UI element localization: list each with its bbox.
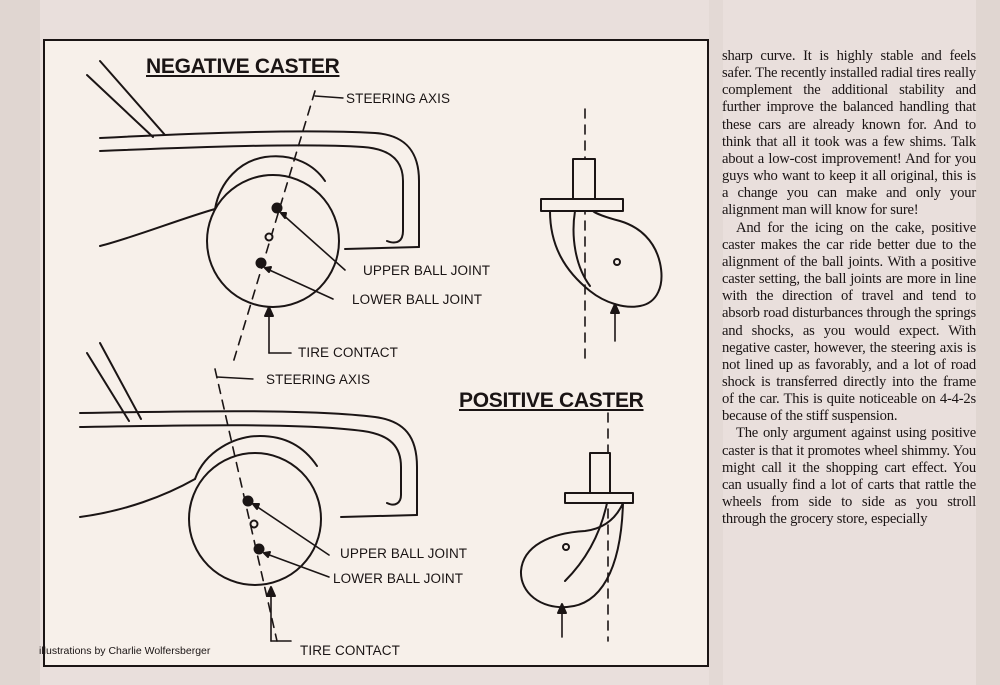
- positive-ball-joints: [242, 495, 330, 578]
- caster-diagram: [79, 60, 663, 642]
- positive-cart-caster: [519, 412, 634, 642]
- negative-wheel: [206, 174, 340, 308]
- negative-steering-axis: [232, 90, 344, 364]
- negative-lower-ball-joint-label: LOWER BALL JOINT: [352, 292, 483, 307]
- article-column: sharp curve. It is highly stable and fee…: [722, 48, 976, 668]
- negative-ball-joints: [255, 202, 346, 300]
- article-paragraph-1: sharp curve. It is highly stable and fee…: [722, 48, 976, 219]
- negative-tire-contact-label: TIRE CONTACT: [298, 345, 398, 360]
- positive-upper-ball-joint-label: UPPER BALL JOINT: [340, 546, 468, 561]
- positive-wheel: [188, 452, 322, 586]
- facing-page-bleed: [0, 0, 40, 685]
- positive-tire-contact-label: TIRE CONTACT: [300, 643, 400, 658]
- gutter-bleed: [709, 0, 723, 685]
- negative-tire-contact-pointer: [264, 306, 292, 354]
- article-paragraph-2: And for the icing on the cake, positive …: [722, 219, 976, 425]
- negative-steering-axis-label: STEERING AXIS: [346, 91, 451, 106]
- negative-upper-ball-joint-label: UPPER BALL JOINT: [363, 263, 491, 278]
- positive-car-body: [79, 342, 418, 518]
- positive-steering-axis-label: STEERING AXIS: [266, 372, 371, 387]
- negative-cart-caster: [540, 108, 663, 362]
- illustration-credit: illustrations by Charlie Wolfersberger: [39, 645, 211, 657]
- negative-car-body: [86, 60, 420, 250]
- article-paragraph-3: The only argument against using positive…: [722, 425, 976, 528]
- next-column-bleed: [976, 0, 1000, 685]
- negative-caster-title: NEGATIVE CASTER: [146, 55, 340, 78]
- positive-lower-ball-joint-label: LOWER BALL JOINT: [333, 571, 464, 586]
- caster-illustration-panel: NEGATIVE CASTER STEERING AXIS UPPER BALL…: [39, 39, 709, 667]
- positive-caster-title: POSITIVE CASTER: [459, 389, 644, 412]
- positive-tire-contact-pointer: [266, 586, 292, 642]
